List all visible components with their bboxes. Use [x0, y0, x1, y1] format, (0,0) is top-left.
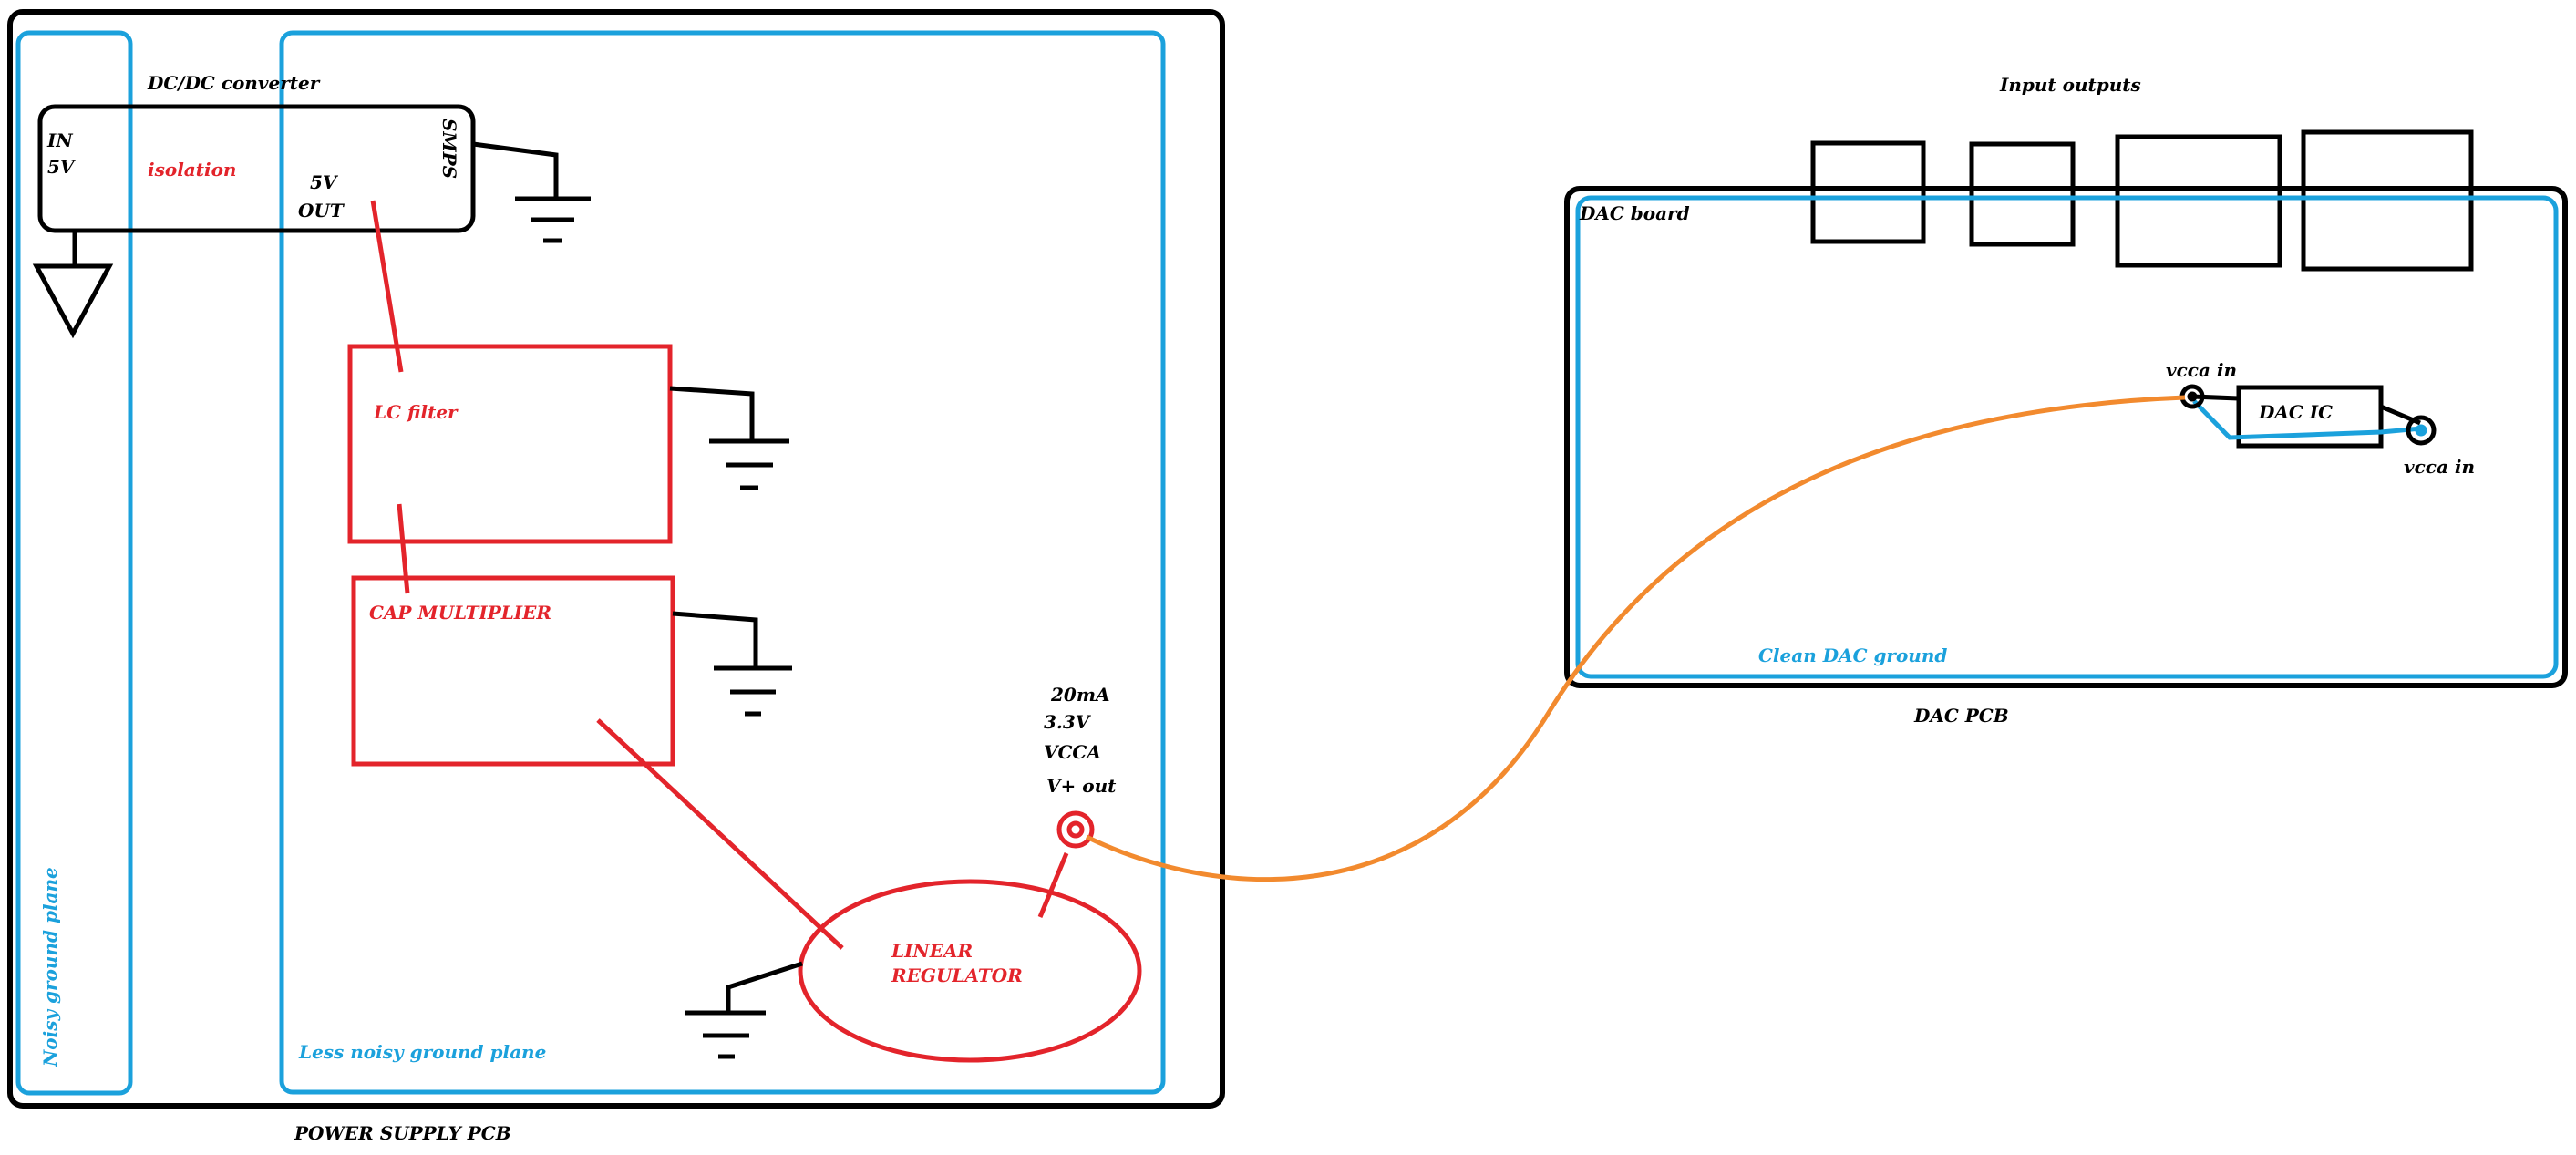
vcca-in-top-label: vcca in: [2166, 359, 2237, 381]
dac-board-label: DAC board: [1579, 202, 1690, 224]
terminal-icon: [1056, 810, 1095, 849]
io-connectors: [1810, 129, 2474, 272]
power-supply-pcb-outline: [7, 9, 1225, 1109]
power-chain-wires: [370, 200, 1069, 950]
cap-multiplier-block: [351, 575, 675, 767]
dcdc-out-voltage: 5V: [310, 171, 339, 193]
dcdc-converter-block: [37, 104, 476, 233]
dac-ic-label: DAC IC: [2258, 401, 2333, 423]
less-noisy-plane-label: Less noisy ground plane: [298, 1041, 546, 1063]
ground-symbol-icon: [685, 961, 803, 1059]
linear-regulator-label-line1: LINEAR: [891, 940, 973, 962]
ground-symbol-icon: [472, 141, 591, 243]
cap-multiplier-label: CAP MULTIPLIER: [369, 602, 551, 624]
smps-label: SMPS: [438, 119, 460, 179]
output-terminal-label: V+ out: [1046, 775, 1117, 797]
io-connector-4: [2301, 129, 2474, 272]
dcdc-out-label: OUT: [298, 200, 345, 222]
dac-pcb-outline: [1564, 186, 2568, 688]
dcdc-in-voltage: 5V: [47, 156, 77, 178]
isolation-label: isolation: [148, 159, 236, 180]
dac-pcb-title: DAC PCB: [1913, 705, 2009, 727]
dcdc-in-label: IN: [46, 129, 73, 151]
vcca-supply-cable: [1085, 395, 2186, 882]
output-rail-label: VCCA: [1044, 741, 1101, 763]
lc-filter-label: LC filter: [373, 401, 459, 423]
noisy-ground-plane: [15, 30, 133, 1096]
dcdc-converter-title: DC/DC converter: [147, 72, 321, 94]
linear-regulator-label-line2: REGULATOR: [891, 964, 1023, 986]
output-voltage-label: 3.3V: [1044, 711, 1092, 733]
io-label: Input outputs: [1999, 74, 2141, 96]
io-connector-1: [1810, 140, 1926, 244]
linear-regulator-block: [798, 879, 1142, 1063]
lc-filter-block: [347, 344, 673, 544]
triangle-icon: [32, 231, 114, 339]
dac-ic-block: [2236, 385, 2384, 449]
output-current-label: 20mA: [1050, 684, 1110, 706]
io-connector-3: [2115, 134, 2282, 268]
clean-dac-ground-label: Clean DAC ground: [1758, 645, 1947, 666]
power-supply-pcb-title: POWER SUPPLY PCB: [294, 1122, 511, 1144]
terminal-icon: [2406, 415, 2437, 446]
ground-symbol-icon: [669, 386, 789, 490]
vcca-in-right-label: vcca in: [2404, 456, 2475, 478]
io-connector-2: [1969, 141, 2076, 247]
less-noisy-ground-plane: [279, 30, 1166, 1095]
ground-symbol-icon: [672, 611, 792, 717]
noisy-plane-label: Noisy ground plane: [39, 867, 61, 1067]
clean-dac-ground-plane: [1575, 195, 2559, 679]
